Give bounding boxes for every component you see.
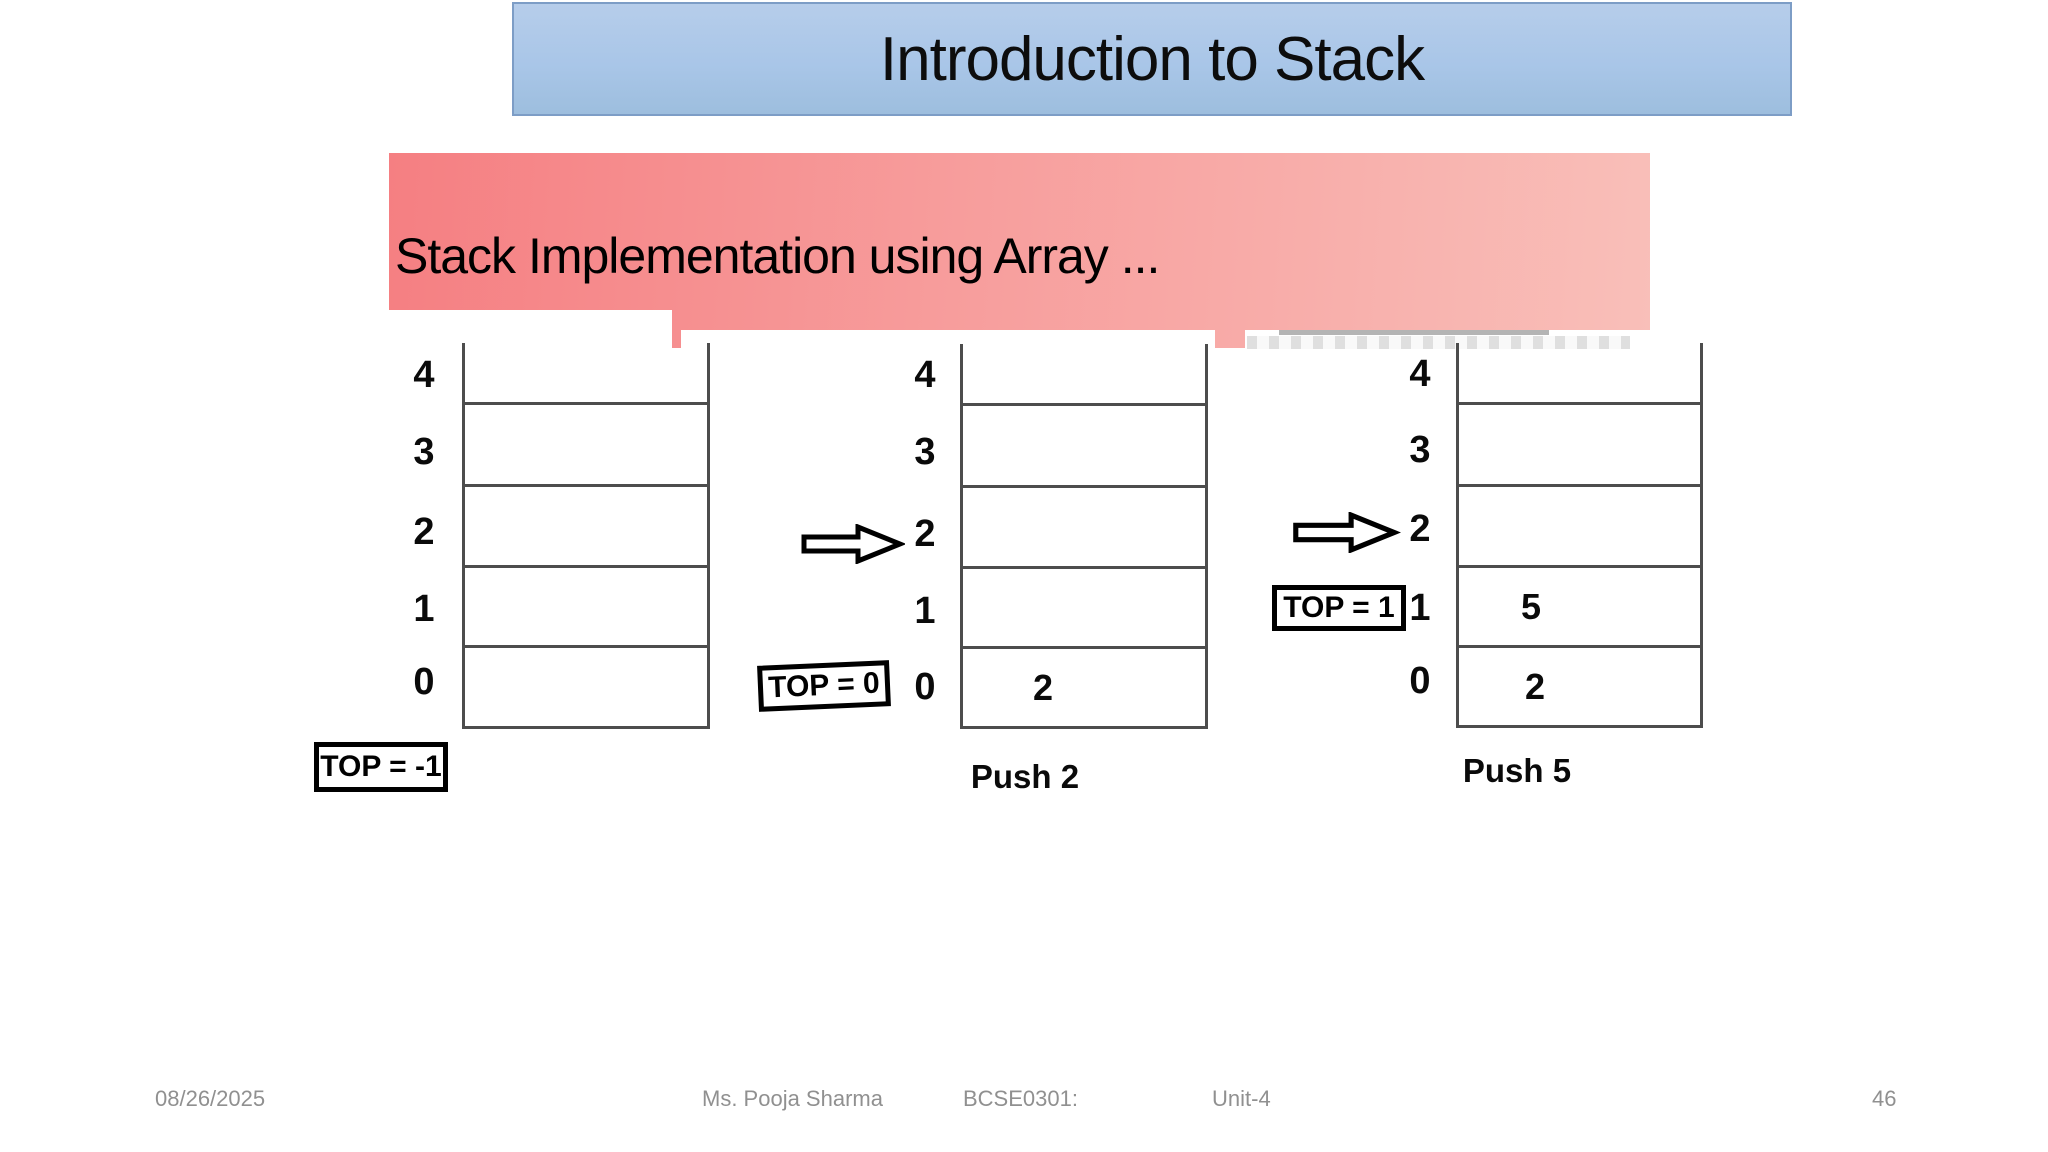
- stack-cell: [465, 645, 707, 726]
- stack-cell: 5: [1459, 565, 1700, 645]
- row-index-label: 3: [914, 431, 936, 473]
- push-caption: Push 5: [1462, 752, 1572, 789]
- title-bar: Introduction to Stack: [512, 2, 1792, 116]
- row-index-label: 2: [914, 513, 936, 555]
- image-edge-artifact: [1247, 336, 1630, 349]
- stack-cell: [1459, 402, 1700, 484]
- top-pointer-box: TOP = 1: [1272, 585, 1406, 631]
- row-index-label: 2: [413, 511, 435, 553]
- stack-frame: 2: [960, 344, 1208, 729]
- push-caption: Push 2: [970, 758, 1080, 795]
- cell-value: 5: [1521, 585, 1542, 627]
- page-number: 46: [1872, 1086, 1897, 1111]
- footer-author: Ms. Pooja Sharma: [702, 1086, 883, 1111]
- row-index-label: 4: [413, 354, 435, 396]
- row-index-label: 3: [1409, 429, 1431, 471]
- footer-unit: Unit-4: [1212, 1086, 1271, 1111]
- block-arrow-icon: [1293, 512, 1402, 553]
- block-arrow-icon: [801, 524, 905, 564]
- stack-cell: [963, 566, 1205, 646]
- row-index-label: 4: [1409, 353, 1431, 395]
- stack-cell: [963, 344, 1205, 403]
- stack-frame: [462, 343, 710, 729]
- top-pointer-box: TOP = -1: [314, 742, 448, 792]
- row-index-label: 1: [413, 588, 435, 630]
- stack-cell: [1459, 343, 1700, 402]
- row-index-label: 0: [413, 661, 435, 703]
- stack-cell: [963, 485, 1205, 566]
- footer-course-code: BCSE0301:: [963, 1086, 1078, 1111]
- row-index-label: 1: [914, 590, 936, 632]
- stack-cell: 2: [963, 646, 1205, 727]
- row-index-label: 3: [413, 431, 435, 473]
- stack-cell: [465, 402, 707, 484]
- section-title: Stack Implementation using Array ...: [395, 228, 1160, 284]
- cell-value: 2: [1525, 666, 1546, 707]
- stack-cell: [465, 565, 707, 645]
- cell-value: 2: [1033, 667, 1054, 708]
- row-index-label: 0: [1409, 660, 1431, 702]
- row-index-label: 1: [1409, 587, 1431, 629]
- footer-date: 08/26/2025: [155, 1086, 266, 1111]
- section-banner: Stack Implementation using Array ...: [389, 153, 1650, 348]
- stack-cell: 2: [1459, 645, 1700, 726]
- image-edge-artifact: [1279, 330, 1549, 335]
- stack-cell: [465, 484, 707, 565]
- row-index-label: 4: [914, 354, 936, 396]
- row-index-label: 2: [1409, 508, 1431, 550]
- stack-frame: 5 2: [1456, 343, 1703, 728]
- stack-cell: [465, 343, 707, 402]
- page-title: Introduction to Stack: [879, 24, 1425, 94]
- stack-cell: [963, 403, 1205, 485]
- stack-cell: [1459, 484, 1700, 565]
- top-pointer-box: TOP = 0: [757, 660, 891, 712]
- row-index-label: 0: [914, 666, 936, 708]
